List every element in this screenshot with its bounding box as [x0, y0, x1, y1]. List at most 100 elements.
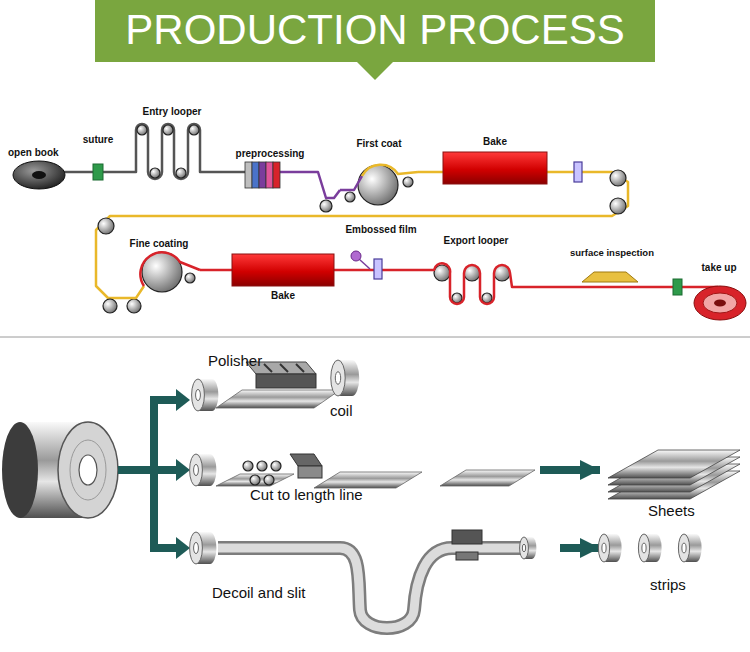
title-text: PRODUCTION PROCESS: [95, 6, 655, 54]
header-band: [95, 0, 655, 62]
branch-arrow-line: [150, 544, 178, 552]
oven-box: Bake: [228, 252, 338, 310]
steel-sheet: [440, 470, 535, 486]
coil-face: [678, 534, 689, 562]
coil-face: [331, 360, 345, 396]
tank-block: [259, 162, 266, 188]
coil-hole: [642, 543, 646, 553]
tank-block: [252, 162, 259, 188]
strip-line: [422, 263, 530, 304]
coil-face: [190, 532, 203, 564]
coil-end: [206, 379, 219, 411]
strip-line: [280, 171, 310, 174]
coil-end: [610, 534, 621, 562]
welder-block: [93, 164, 103, 180]
coil-hole: [194, 542, 199, 553]
tank-block: [245, 162, 252, 188]
roller: [176, 168, 186, 178]
emboss-block: [374, 259, 382, 279]
coil-shape: [13, 161, 65, 189]
node-label: Sheets: [648, 502, 738, 519]
branch-arrow-head: [176, 459, 190, 481]
strip-line: [338, 269, 344, 272]
roller: [264, 475, 274, 485]
node-label: strips: [650, 576, 730, 593]
guide-roller: [98, 218, 114, 234]
node-label: coil: [330, 402, 380, 419]
recoiler: take up: [670, 262, 748, 326]
strip-line: [664, 286, 670, 289]
cut-line: Cut to length line: [190, 440, 540, 510]
welder: suture: [80, 132, 116, 184]
big-coil-face: [58, 422, 118, 518]
node-label: Polisher: [208, 352, 298, 369]
polisher-front: [256, 374, 316, 388]
node-shape: [190, 440, 540, 510]
strip-line: [310, 172, 340, 198]
big-coil-ring: [70, 440, 106, 500]
strip-line: [362, 165, 418, 176]
polisher-stripe: [280, 364, 288, 372]
sensor-block: [574, 162, 582, 182]
coil-face: [190, 454, 203, 486]
tank-block: [266, 162, 273, 188]
coil-hole: [602, 543, 606, 553]
branch-arrow-head: [176, 389, 190, 411]
inspection-lamp: [582, 272, 638, 282]
coil-face: [598, 534, 609, 562]
strip-line: [222, 171, 230, 174]
tank-block: [273, 162, 280, 188]
node-label: Bake: [228, 290, 338, 302]
strip-line: [340, 176, 362, 190]
coil-end: [690, 534, 701, 562]
big-coil-back: [2, 422, 38, 518]
roller: [250, 475, 260, 485]
roller: [243, 461, 253, 471]
oven-box: Bake: [440, 136, 550, 188]
node-label: Decoil and slit: [212, 584, 372, 601]
roller: [271, 461, 281, 471]
roller: [257, 461, 267, 471]
steel-sheet: [608, 450, 740, 478]
coil-face: [638, 534, 649, 562]
strip-line: [122, 124, 222, 179]
coater: First coat: [340, 136, 418, 208]
roller: [137, 125, 147, 135]
strip-line: [418, 269, 422, 272]
polisher-stripe: [296, 364, 304, 372]
node-label: Entry looper: [122, 106, 222, 118]
roller: [452, 293, 462, 303]
coil-end: [650, 534, 661, 562]
slit-line: Decoil and slit: [190, 522, 560, 642]
roller: [163, 125, 173, 135]
node-label: First coat: [340, 138, 418, 150]
coil-hole: [196, 389, 201, 400]
coil-end: [204, 532, 217, 564]
coil-end: [528, 537, 537, 559]
oven-body: [232, 254, 334, 286]
coil-hole: [32, 171, 46, 179]
coil-face: [520, 537, 529, 559]
node-shape: [228, 252, 338, 310]
steel-sheet: [314, 472, 422, 488]
uncoiler: open book: [8, 145, 70, 190]
title-box: PRODUCTION PROCESS: [95, 6, 655, 54]
flow-arrow: [560, 544, 600, 552]
cutter-top: [290, 454, 322, 466]
coater: Fine coating: [118, 236, 200, 306]
node-label: Export looper: [422, 235, 530, 247]
film-roll: [351, 251, 361, 261]
strip-coils: strips: [600, 528, 730, 598]
looper: Entry looper: [122, 106, 222, 190]
slitter-top: [452, 530, 482, 544]
strip-line: [116, 171, 122, 174]
strip-line: [118, 286, 144, 298]
node-label: preprocessing: [220, 148, 320, 160]
strip-line: [418, 171, 440, 174]
strip-line: [530, 286, 560, 289]
oven-body: [443, 152, 547, 184]
coil-hole: [682, 543, 686, 553]
